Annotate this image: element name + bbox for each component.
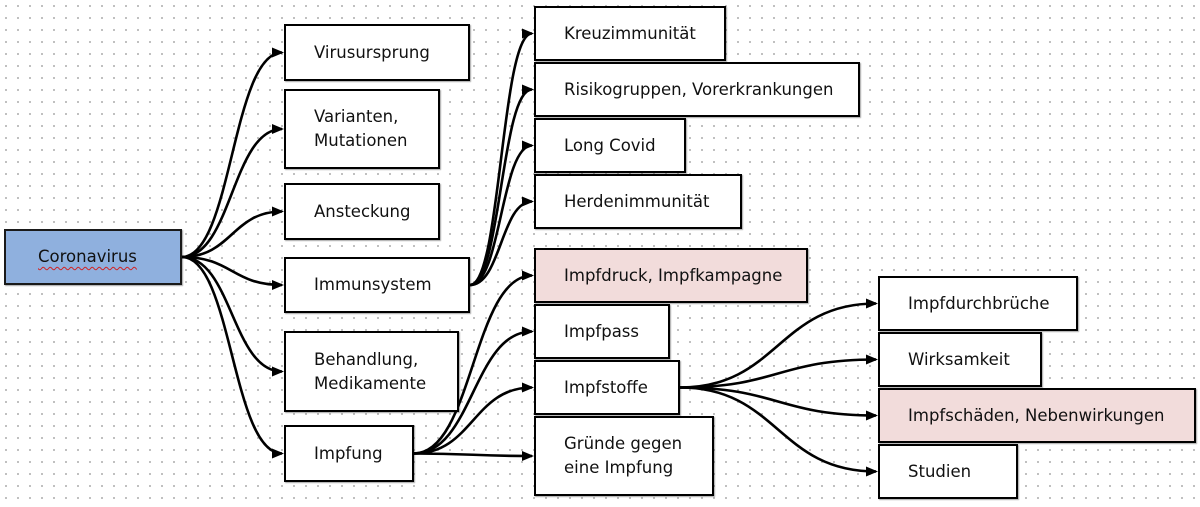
node-impfdurchbrueche[interactable]: Impfdurchbrüche (878, 276, 1078, 331)
node-wirksamkeit[interactable]: Wirksamkeit (878, 332, 1042, 387)
node-label: Kreuzimmunität (564, 23, 696, 43)
node-ansteckung[interactable]: Ansteckung (284, 183, 440, 240)
node-impfstoffe[interactable]: Impfstoffe (534, 360, 680, 415)
node-label: Immunsystem (314, 275, 432, 294)
node-label: Impfpass (564, 321, 639, 341)
node-label: Long Covid (564, 135, 656, 155)
node-label: Gründe gegen eine Impfung (564, 434, 683, 477)
node-label: Ansteckung (314, 201, 411, 221)
node-label: Studien (908, 461, 972, 481)
node-impfdruck-impfkampagne[interactable]: Impfdruck, Impfkampagne (534, 248, 808, 303)
node-studien[interactable]: Studien (878, 444, 1018, 499)
node-risikogruppen-vorerkrankungen[interactable]: Risikogruppen, Vorerkrankungen (534, 62, 860, 117)
node-immunsystem[interactable]: Immunsystem (284, 257, 470, 313)
node-impfpass[interactable]: Impfpass (534, 304, 670, 359)
node-label: Impfdurchbrüche (908, 293, 1050, 313)
connector-impfstoffe-studien (679, 386, 878, 477)
node-impfung[interactable]: Impfung (284, 425, 414, 482)
connector-impfstoffe-impfdurchbrueche (679, 298, 878, 389)
node-label: Behandlung, Medikamente (314, 349, 427, 393)
node-label: Impfschäden, Nebenwirkungen (908, 405, 1165, 425)
node-label: Impfung (314, 443, 383, 463)
connector-impfung-gruende (413, 450, 534, 461)
node-long-covid[interactable]: Long Covid (534, 118, 686, 173)
node-behandlung-medikamente[interactable]: Behandlung, Medikamente (284, 331, 459, 412)
node-label: Coronavirus (38, 247, 137, 266)
connector-impfung-impfdruck (413, 270, 534, 455)
connector-coronavirus-immunsystem (181, 255, 284, 290)
node-label: Varianten, Mutationen (314, 107, 408, 150)
connector-coronavirus-varianten (181, 124, 284, 259)
connector-coronavirus-behandlung (181, 255, 284, 377)
connector-coronavirus-impfung (181, 255, 284, 459)
node-label: Impfstoffe (564, 377, 648, 397)
node-label: Risikogruppen, Vorerkrankungen (564, 79, 834, 99)
connector-immunsystem-herdenimmunitaet (469, 196, 534, 287)
node-coronavirus[interactable]: Coronavirus (4, 229, 182, 285)
node-label: Herdenimmunität (564, 191, 710, 211)
node-herdenimmunitaet[interactable]: Herdenimmunität (534, 174, 742, 229)
connector-immunsystem-risikogruppen (469, 84, 534, 287)
node-label: Wirksamkeit (908, 349, 1010, 369)
node-label: Virusursprung (314, 42, 430, 62)
node-label: Impfdruck, Impfkampagne (564, 265, 783, 285)
node-virusursprung[interactable]: Virusursprung (284, 24, 470, 81)
connector-immunsystem-kreuzimmunitaet (469, 28, 534, 287)
connector-coronavirus-virusursprung (181, 47, 284, 259)
connector-impfung-impfstoffe (413, 382, 534, 455)
node-gruende-gegen-impfung[interactable]: Gründe gegen eine Impfung (534, 416, 714, 496)
connector-immunsystem-long_covid (469, 140, 534, 287)
connector-impfstoffe-wirksamkeit (679, 354, 878, 389)
node-varianten-mutationen[interactable]: Varianten, Mutationen (284, 89, 440, 169)
node-impfschaeden-nebenwirkungen[interactable]: Impfschäden, Nebenwirkungen (878, 388, 1196, 443)
connector-impfstoffe-impfschaeden (679, 386, 878, 421)
connector-coronavirus-ansteckung (181, 206, 284, 259)
connector-impfung-impfpass (413, 326, 534, 455)
node-kreuzimmunitaet[interactable]: Kreuzimmunität (534, 6, 726, 61)
